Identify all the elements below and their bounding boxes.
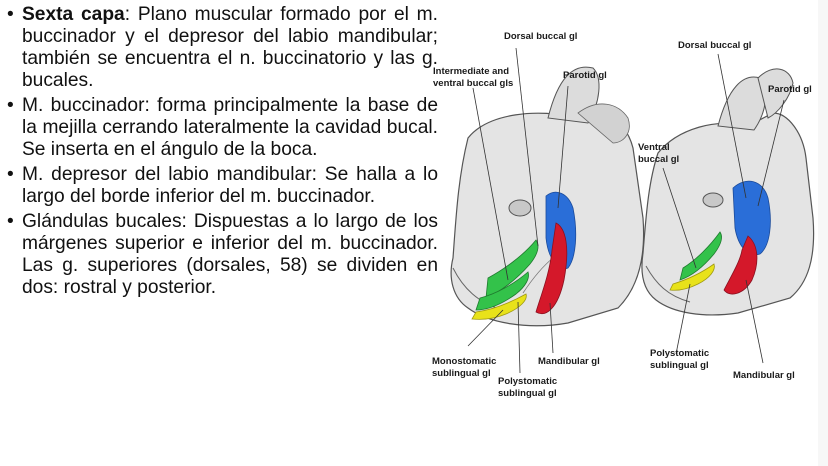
bullet-depresor: • M. depresor del labio mandibular: Se ha… <box>6 164 438 208</box>
right-eye-icon <box>702 192 724 208</box>
right-horse-head: Dorsal buccal gl Parotid gl Ventral bucc… <box>638 40 815 381</box>
bullet-dot: • <box>7 4 14 25</box>
label-left-polystomatic-2: sublingual gl <box>498 388 557 399</box>
bullet-sexta-capa: • Sexta capa: Plano muscular formado por … <box>6 4 438 92</box>
bullet-text: M. depresor del labio mandibular: Se hal… <box>22 164 438 207</box>
left-dorsal-buccal-gland <box>485 239 539 299</box>
salivary-glands-figure: Dorsal buccal gl Intermediate and ventra… <box>428 18 824 424</box>
label-right-polystomatic-1: Polystomatic <box>650 348 709 359</box>
right-ear <box>717 76 767 131</box>
bullet-text: Glándulas bucales: Dispuestas a lo largo… <box>22 211 438 298</box>
label-right-dorsal-buccal: Dorsal buccal gl <box>678 40 751 51</box>
text-panel: • Sexta capa: Plano muscular formado por … <box>6 4 438 302</box>
label-left-polystomatic-1: Polystomatic <box>498 376 557 387</box>
bullet-dot: • <box>7 211 14 232</box>
label-right-parotid: Parotid gl <box>768 84 812 95</box>
left-sublingual-gland <box>471 293 527 320</box>
label-left-intermediate-1: Intermediate and <box>433 66 509 77</box>
left-leader-lines <box>467 47 569 374</box>
right-ventral-buccal-gland <box>679 231 722 281</box>
figure-svg: Dorsal buccal gl Intermediate and ventra… <box>432 31 815 399</box>
right-sublingual-gland <box>669 263 715 291</box>
bullet-dot: • <box>7 95 14 116</box>
right-parotid-gland <box>732 180 771 256</box>
label-left-intermediate-2: ventral buccal gls <box>433 78 513 89</box>
bullet-text: : Plano muscular formado por el m. bucci… <box>22 4 438 91</box>
left-eye-icon <box>508 199 532 217</box>
left-horse-head: Dorsal buccal gl Intermediate and ventra… <box>432 31 645 399</box>
label-right-mandibular: Mandibular gl <box>733 370 795 381</box>
label-left-parotid: Parotid gl <box>563 70 607 81</box>
label-left-mandibular: Mandibular gl <box>538 356 600 367</box>
bullet-text: M. buccinador: forma principalmente la b… <box>22 95 438 160</box>
left-mandibular-gland <box>535 222 568 314</box>
label-left-monostomatic-2: sublingual gl <box>432 368 491 379</box>
label-left-monostomatic-1: Monostomatic <box>432 356 496 367</box>
right-edge-strip <box>818 0 828 466</box>
label-right-ventral-1: Ventral <box>638 142 670 153</box>
right-ear-back <box>757 68 794 119</box>
bullet-dot: • <box>7 164 14 185</box>
label-right-polystomatic-2: sublingual gl <box>650 360 709 371</box>
bullet-bold-term: Sexta capa <box>22 4 125 25</box>
right-jaw-line <box>645 265 691 303</box>
label-left-dorsal-buccal: Dorsal buccal gl <box>504 31 577 42</box>
label-right-ventral-2: buccal gl <box>638 154 679 165</box>
right-mandibular-gland <box>723 235 758 295</box>
bullet-glandulas: • Glándulas bucales: Dispuestas a lo larg… <box>6 211 438 299</box>
bullet-buccinador: • M. buccinador: forma principalmente la … <box>6 95 438 161</box>
right-leader-lines <box>662 53 785 364</box>
left-mane <box>577 103 630 144</box>
left-ventral-buccal-gland <box>475 271 529 311</box>
